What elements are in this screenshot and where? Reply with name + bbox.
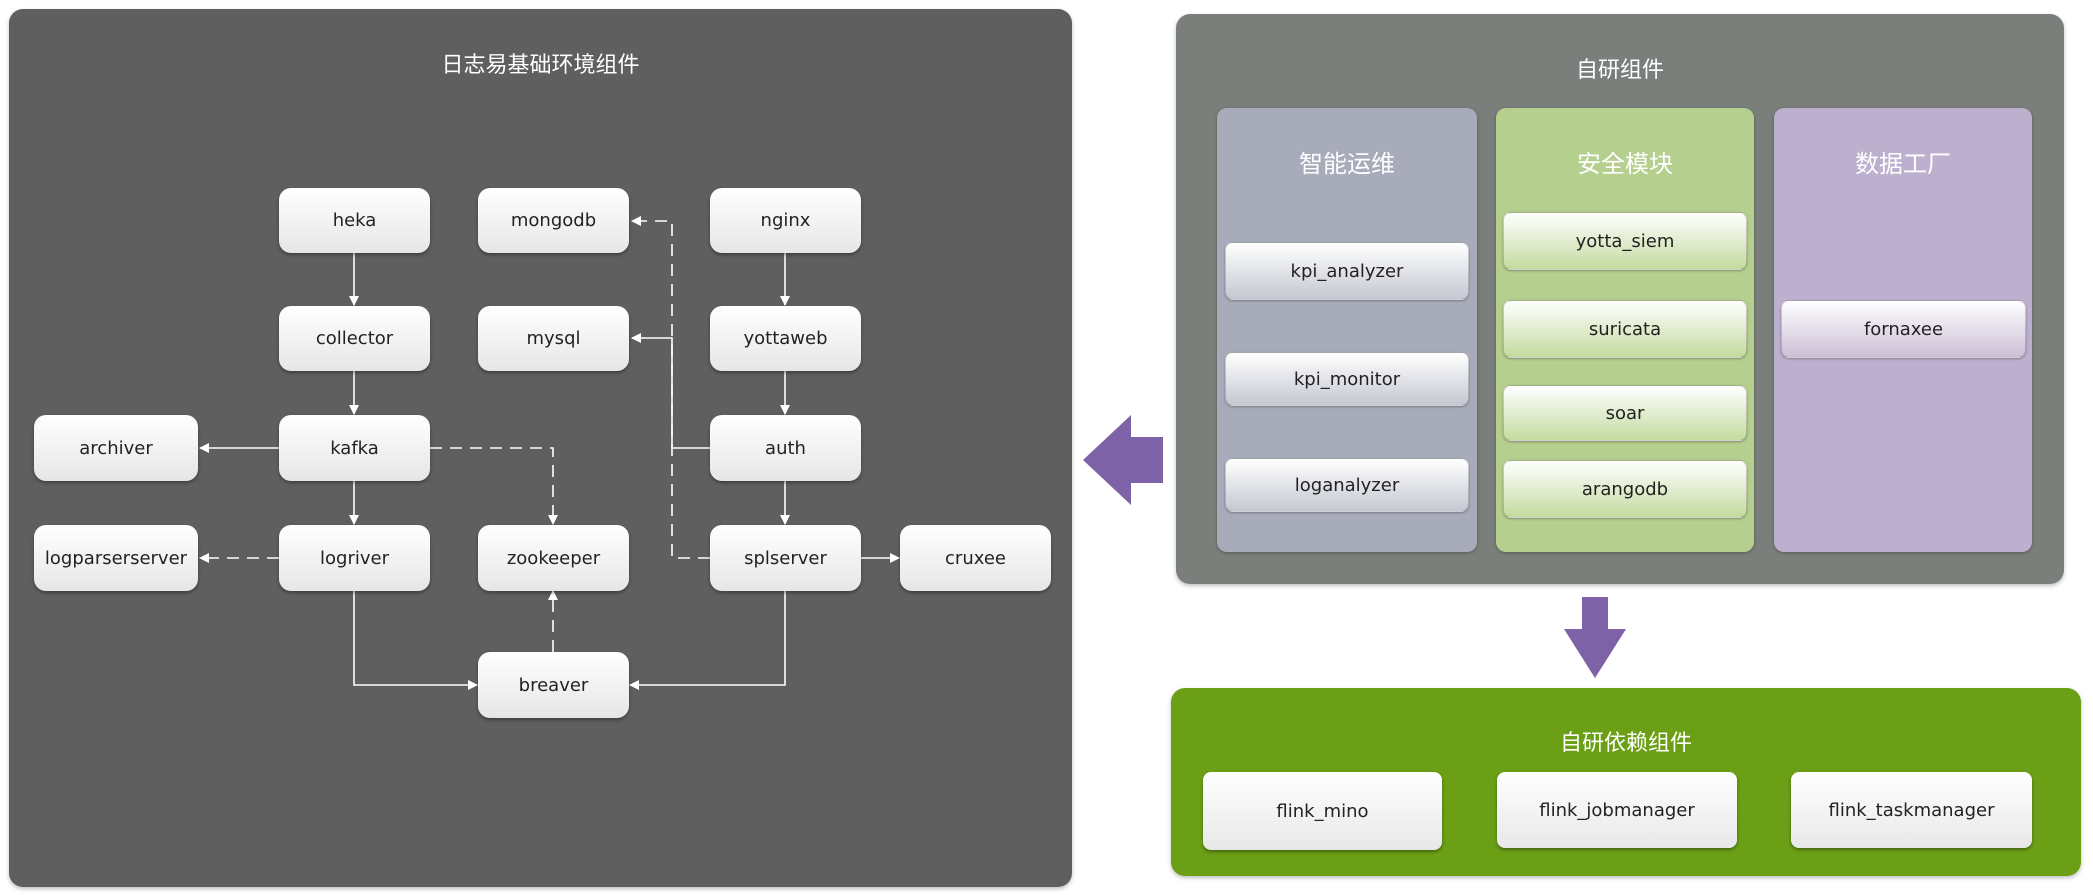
column-data-factory-title: 数据工厂: [1855, 150, 1951, 178]
node-heka: heka: [279, 188, 430, 253]
dependency-flink-mino: flink_mino: [1203, 772, 1442, 850]
edge-auth-mysql: [631, 333, 710, 449]
node-auth: auth: [710, 415, 861, 481]
node-cruxee: cruxee: [900, 525, 1051, 591]
node-logriver: logriver: [279, 525, 430, 591]
dependency-flink-jobmanager: flink_jobmanager: [1497, 772, 1737, 848]
node-breaver: breaver: [478, 652, 629, 718]
in-house-components-title: 自研组件: [1575, 58, 1664, 83]
node-archiver: archiver: [34, 415, 198, 481]
node-zookeeper: zookeeper: [478, 525, 629, 591]
module-arangodb: arangodb: [1503, 460, 1747, 518]
base-environment-title: 日志易基础环境组件: [441, 53, 640, 78]
node-logparserserver: logparserserver: [34, 525, 198, 591]
module-loganalyzer: loganalyzer: [1225, 458, 1469, 512]
edge-splserver-breaver: [629, 591, 786, 690]
node-yottaweb: yottaweb: [710, 306, 861, 371]
node-splserver: splserver: [710, 525, 861, 591]
dependency-flink-taskmanager: flink_taskmanager: [1791, 772, 2032, 848]
module-kpi-analyzer: kpi_analyzer: [1225, 242, 1469, 300]
node-kafka: kafka: [279, 415, 430, 481]
module-fornaxee: fornaxee: [1781, 300, 2026, 358]
node-mongodb: mongodb: [478, 188, 629, 253]
in-house-dependencies-title: 自研依赖组件: [1559, 731, 1692, 756]
node-mysql: mysql: [478, 306, 629, 371]
column-security-module-title: 安全模块: [1577, 150, 1673, 178]
module-suricata: suricata: [1503, 300, 1747, 358]
module-soar: soar: [1503, 385, 1747, 441]
node-nginx: nginx: [710, 188, 861, 253]
edge-splserver-mongodb: [631, 216, 710, 559]
column-intelligent-ops-title: 智能运维: [1299, 150, 1395, 178]
module-kpi-monitor: kpi_monitor: [1225, 352, 1469, 406]
edge-kafka-zookeeper: [430, 447, 558, 525]
edge-logriver-breaver: [353, 591, 478, 690]
module-yotta-siem: yotta_siem: [1503, 212, 1747, 270]
node-collector: collector: [279, 306, 430, 371]
